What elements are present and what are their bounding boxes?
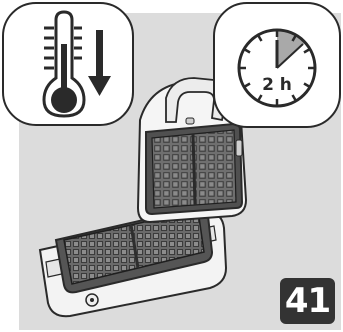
temperature-decrease-card [2,2,134,126]
clock-icon: 2 h [215,4,339,126]
timer-card: 2 h [213,2,341,128]
arrow-down-icon [4,4,132,124]
timer-label: 2 h [262,75,292,95]
step-number-badge: 41 [280,278,335,324]
